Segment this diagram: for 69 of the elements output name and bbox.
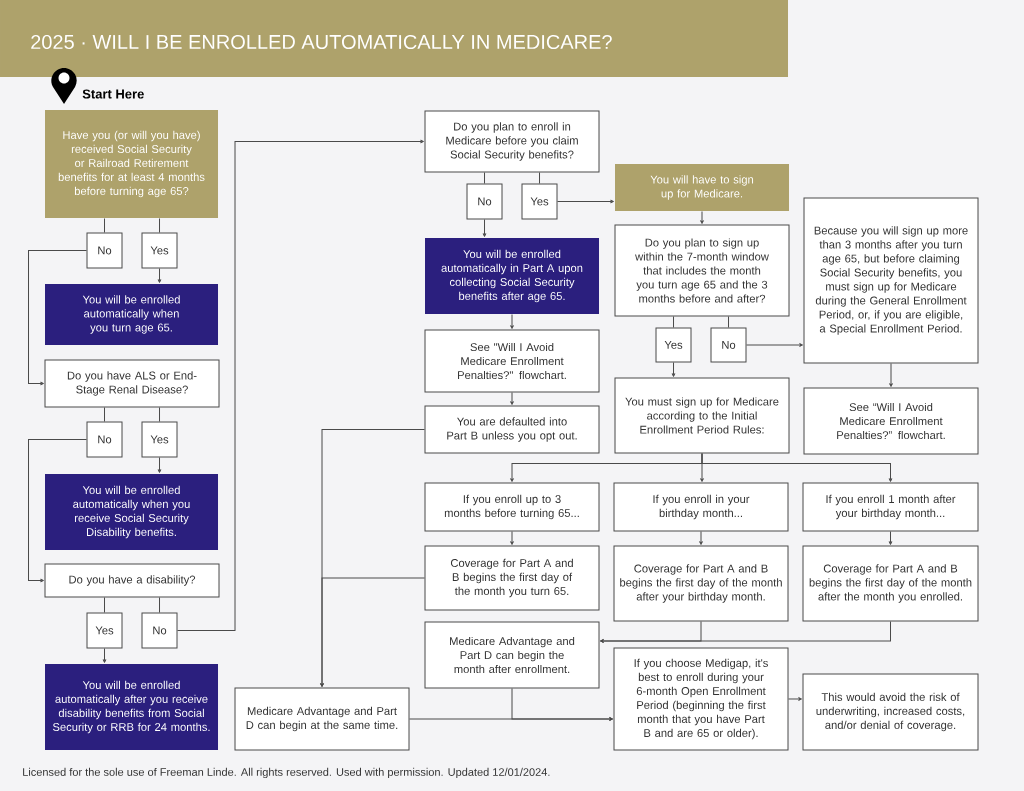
process-box: Do you plan to enroll in Medicare before you claim Social Security benefits? [424,110,600,173]
process-box: Do you have ALS or End-Stage Renal Disease? [44,359,220,408]
arrow [746,343,803,347]
choice-box: Yes [655,327,692,363]
arrow [28,439,87,583]
process-box: See “Will I Avoid Medicare Enrollment Penalties?” flowchart. [803,387,979,455]
connector-line [159,218,160,233]
arrow [510,314,514,329]
arrow [889,363,893,387]
result-box: You will be enrolled automatically when you turn age 65. [45,284,218,345]
arrow [28,250,87,386]
title-banner: 2025 · WILL I BE ENROLLED AUTOMATICALLY IN MEDICARE? [0,0,788,77]
process-box: You must sign up for Medicare according to the Initial Enrollment Period Rules: [614,377,790,454]
choice-box: Yes [86,612,123,649]
process-box: Coverage for Part A and B begins the first day of the month after your birthday month. [613,545,789,622]
arrow [409,717,613,721]
result-box: You will be enrolled automatically when you receive Social Security Disability benefits. [45,474,218,550]
process-box: Do you plan to sign up within the 7-month window that includes the month you turn age 65 and the 3 months before and after? [614,224,790,317]
arrow [102,648,107,663]
arrow [600,621,891,643]
choice-box: Yes [141,232,178,269]
connector-line [104,407,105,422]
connector-line [539,172,540,184]
arrow [510,392,514,405]
choice-box: No [466,183,503,220]
process-box: Medicare Advantage and Part D can begin at the same time. [234,687,410,751]
process-box: If you choose Medigap, it's best to enroll during your 6-month Open Enrollment Period (beginning the first month that you have Part B and are 65 or older). [613,647,789,751]
arrow [482,219,487,237]
choice-box: No [86,421,123,458]
connector-line [728,316,729,328]
process-box: Coverage for Part A and B begins the first day of the month after the month you enrolled. [802,545,979,622]
arrow [177,139,424,631]
connector-line [484,172,485,184]
process-box: See "Will I Avoid Medicare Enrollment Penalties?" flowchart. [424,329,600,393]
connector-line [104,597,105,613]
choice-box: Yes [521,183,558,220]
question-box: Have you (or will you have) received Social Security or Railroad Retirement benefits for at least 4 months before turning age 65? [45,110,218,218]
process-box: If you enroll up to 3 months before turning 65... [424,482,600,532]
choice-box: No [86,232,123,269]
process-box: Medicare Advantage and Part D can begin the month after enrollment. [424,621,600,689]
process-box: This would avoid the risk of underwriting, increased costs, and/or denial of coverage. [802,673,979,751]
choice-box: Yes [141,421,178,458]
result-box: You will be enrolled automatically in Part A upon collecting Social Security benefits after age 65. [425,238,599,314]
arrow [320,577,425,687]
connector-line [159,407,160,422]
connector-line [159,597,160,613]
arrow [699,531,703,545]
question-box: You will have to sign up for Medicare. [615,164,789,211]
copyright-note: Licensed for the sole use of Freeman Linde. All rights reserved. Used with permission. Updated 12/01/2024. [23,767,550,779]
arrow [701,453,893,482]
choice-box: No [710,327,747,363]
process-box: Do you have a disability? [44,563,220,598]
process-box: If you enroll in your birthday month... [613,482,789,532]
connector-line [104,218,105,233]
arrow [157,268,162,283]
result-box: You will be enrolled automatically after you receive disability benefits from Social Security or RRB for 24 months. [45,664,218,750]
arrow [700,211,704,224]
arrow [671,362,676,377]
connector-line [673,316,674,328]
choice-box: No [141,612,178,649]
process-box: Coverage for Part A and B begins the first day of the month you turn 65. [424,545,600,611]
arrow [510,531,514,545]
arrow [157,457,162,473]
arrow [788,697,802,701]
process-box: If you enroll 1 month after your birthday month... [802,482,979,532]
arrow [888,531,893,545]
process-box: You are defaulted into Part B unless you opt out. [424,405,600,454]
arrow [557,199,614,204]
process-box: Because you will sign up more than 3 months after you turn age 65, but before claiming Social Security benefits, you must sign up for Medicare during the General Enrollment Period, or, if you are eligible, a Special Enrollment Period. [803,197,979,364]
